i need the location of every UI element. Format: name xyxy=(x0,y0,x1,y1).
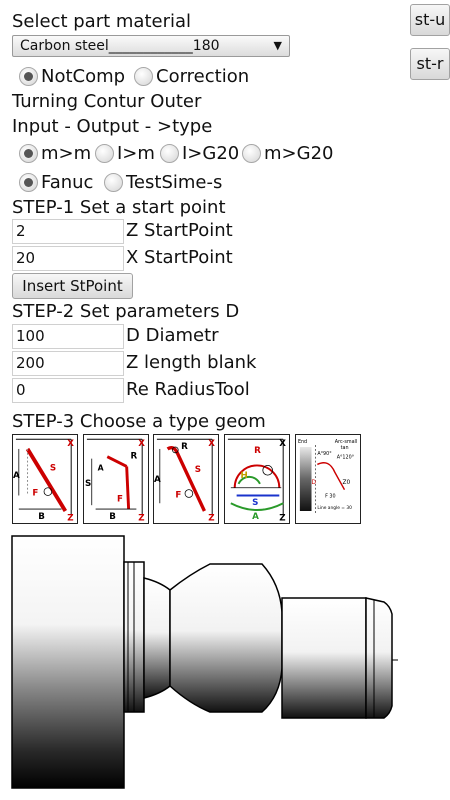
angle-90-label: A°90° xyxy=(317,451,331,457)
feed-label: F 30 xyxy=(325,493,335,499)
radio-dot xyxy=(95,144,114,163)
dim-a-label: A xyxy=(98,463,104,472)
geom-type-3-button[interactable]: X Z A S R F xyxy=(153,434,219,524)
chevron-down-icon: ▼ xyxy=(273,39,282,52)
geom-type-1-button[interactable]: X Z A S F B xyxy=(12,434,78,524)
arc-small-label: Arc-small xyxy=(335,439,357,445)
x-startpoint-label: X StartPoint xyxy=(126,247,233,268)
diameter-label: D Diametr xyxy=(126,325,219,346)
radio-i-m[interactable]: I>m xyxy=(95,143,155,164)
st-r-button[interactable]: st-r xyxy=(410,48,450,80)
axis-x-label: X xyxy=(279,439,286,449)
axis-x-label: X xyxy=(138,439,145,449)
radio-i-g20[interactable]: I>G20 xyxy=(160,143,239,164)
radius-tool-input[interactable]: 0 xyxy=(12,378,124,403)
radio-dot-selected xyxy=(19,67,38,86)
part-preview xyxy=(10,534,402,790)
material-heading: Select part material xyxy=(12,11,192,32)
line-angle-label: Line angle = 30 xyxy=(317,505,352,511)
axis-x-label: X xyxy=(67,439,74,449)
radius-tool-label: Re RadiusTool xyxy=(126,379,250,400)
step3-title: STEP-3 Choose a type geom xyxy=(12,411,266,432)
radio-label: I>G20 xyxy=(182,143,240,164)
step2-title: STEP-2 Set parameters D xyxy=(12,301,240,322)
dim-s-label: S xyxy=(252,498,258,508)
radio-dot-selected xyxy=(19,144,38,163)
axis-z-label: Z xyxy=(208,514,214,523)
dim-r-label: R xyxy=(181,442,188,452)
dim-d-label: D xyxy=(312,480,317,486)
io-label: Input - Output - >type xyxy=(12,116,213,137)
dim-a-label: A xyxy=(154,475,161,485)
dim-s-label: S xyxy=(85,479,91,489)
radio-label: m>G20 xyxy=(264,143,334,164)
dim-a-label: A xyxy=(13,471,20,481)
radio-label: Correction xyxy=(156,66,250,87)
material-select[interactable]: Carbon steel____________180 ▼ xyxy=(12,35,290,57)
radio-testsime[interactable]: TestSime-s xyxy=(104,172,222,193)
dim-s-label: S xyxy=(195,465,201,475)
axis-z-label: Z xyxy=(67,514,73,523)
dim-r-label: R xyxy=(254,446,261,456)
geom-chamfer-radius-diagram: X Z A S R F B xyxy=(85,438,145,523)
angle-120-label: A°120° xyxy=(337,455,354,461)
radio-dot-selected xyxy=(19,173,38,192)
st-u-button[interactable]: st-u xyxy=(410,4,450,36)
x-startpoint-input[interactable]: 20 xyxy=(12,246,124,271)
z-length-label: Z length blank xyxy=(126,352,257,373)
dim-b-label: B xyxy=(38,512,45,522)
dim-f-label: F xyxy=(32,488,38,498)
dim-f-label: F xyxy=(175,490,181,500)
radio-label: Fanuc xyxy=(41,172,94,193)
dim-h-label: H xyxy=(241,471,248,481)
diameter-input[interactable]: 100 xyxy=(12,324,124,349)
dim-b-label: B xyxy=(109,512,116,522)
radio-correction[interactable]: Correction xyxy=(134,66,249,87)
step1-title: STEP-1 Set a start point xyxy=(12,197,226,218)
radio-label: m>m xyxy=(41,143,92,164)
geom-type-4-button[interactable]: X Z R H S A xyxy=(224,434,290,524)
geom-radius-chamfer-diagram: X Z A S R F xyxy=(154,438,215,523)
z-startpoint-input[interactable]: 2 xyxy=(12,219,124,244)
radio-m-g20[interactable]: m>G20 xyxy=(242,143,333,164)
radio-m-m[interactable]: m>m xyxy=(19,143,91,164)
geom-arc-small-diagram: End Arc-small tan A°90° A°120° Z0 D F 30… xyxy=(298,439,357,513)
radio-label: I>m xyxy=(117,143,155,164)
dim-s-label: S xyxy=(50,463,56,473)
radio-dot xyxy=(242,144,261,163)
radio-dot xyxy=(134,67,153,86)
geom-chamfer-diagram: X Z A S F B xyxy=(13,438,74,523)
radio-notcomp[interactable]: NotComp xyxy=(19,66,125,87)
turned-part-illustration xyxy=(11,535,398,789)
radio-fanuc[interactable]: Fanuc xyxy=(19,172,93,193)
geom-type-2-button[interactable]: X Z A S R F B xyxy=(83,434,149,524)
z0-label: Z0 xyxy=(343,480,351,486)
z-length-input[interactable]: 200 xyxy=(12,351,124,376)
radio-dot xyxy=(160,144,179,163)
dim-a-label: A xyxy=(252,512,259,522)
axis-x-label: X xyxy=(208,439,215,449)
axis-z-label: Z xyxy=(279,514,285,523)
radio-label: NotComp xyxy=(41,66,126,87)
page-title: Turning Contur Outer xyxy=(12,91,202,112)
dim-f-label: F xyxy=(117,494,123,504)
tan-label: tan xyxy=(341,445,349,451)
z-startpoint-label: Z StartPoint xyxy=(126,220,233,241)
insert-startpoint-button[interactable]: Insert StPoint xyxy=(12,273,133,299)
geom-type-5-button[interactable]: End Arc-small tan A°90° A°120° Z0 D F 30… xyxy=(295,434,361,524)
material-select-value: Carbon steel____________180 xyxy=(20,38,220,54)
geom-arc-diagram: X Z R H S A xyxy=(227,438,286,523)
radio-dot xyxy=(104,173,123,192)
radio-label: TestSime-s xyxy=(126,172,223,193)
end-label: End xyxy=(298,439,307,445)
dim-r-label: R xyxy=(131,452,138,462)
axis-z-label: Z xyxy=(138,514,144,523)
